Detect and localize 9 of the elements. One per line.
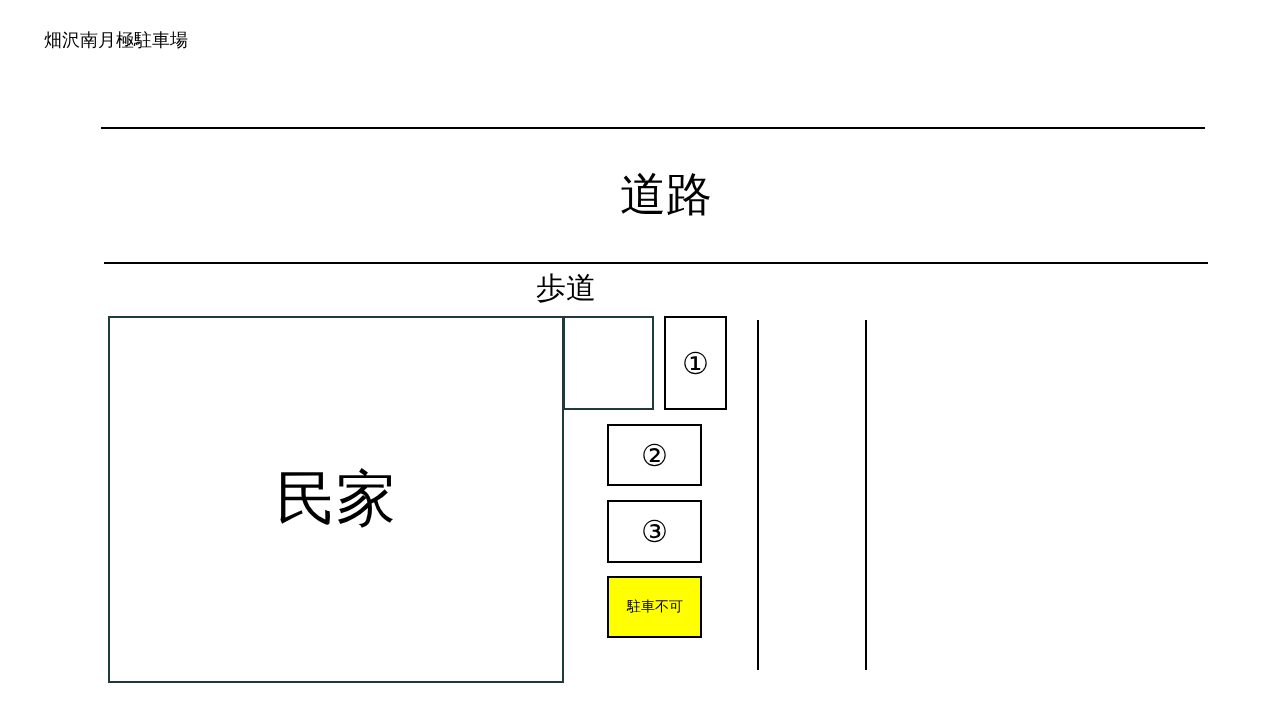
sidewalk-label: 歩道 — [536, 268, 596, 307]
road-label: 道路 — [620, 166, 712, 223]
empty-box — [563, 316, 654, 410]
house-box: 民家 — [108, 316, 564, 683]
parking-space: ② — [607, 424, 702, 486]
no-parking-space: 駐車不可 — [607, 576, 702, 638]
parking-space: ① — [664, 316, 727, 410]
parking-space: ③ — [607, 500, 702, 563]
title: 畑沢南月極駐車場 — [44, 28, 188, 52]
